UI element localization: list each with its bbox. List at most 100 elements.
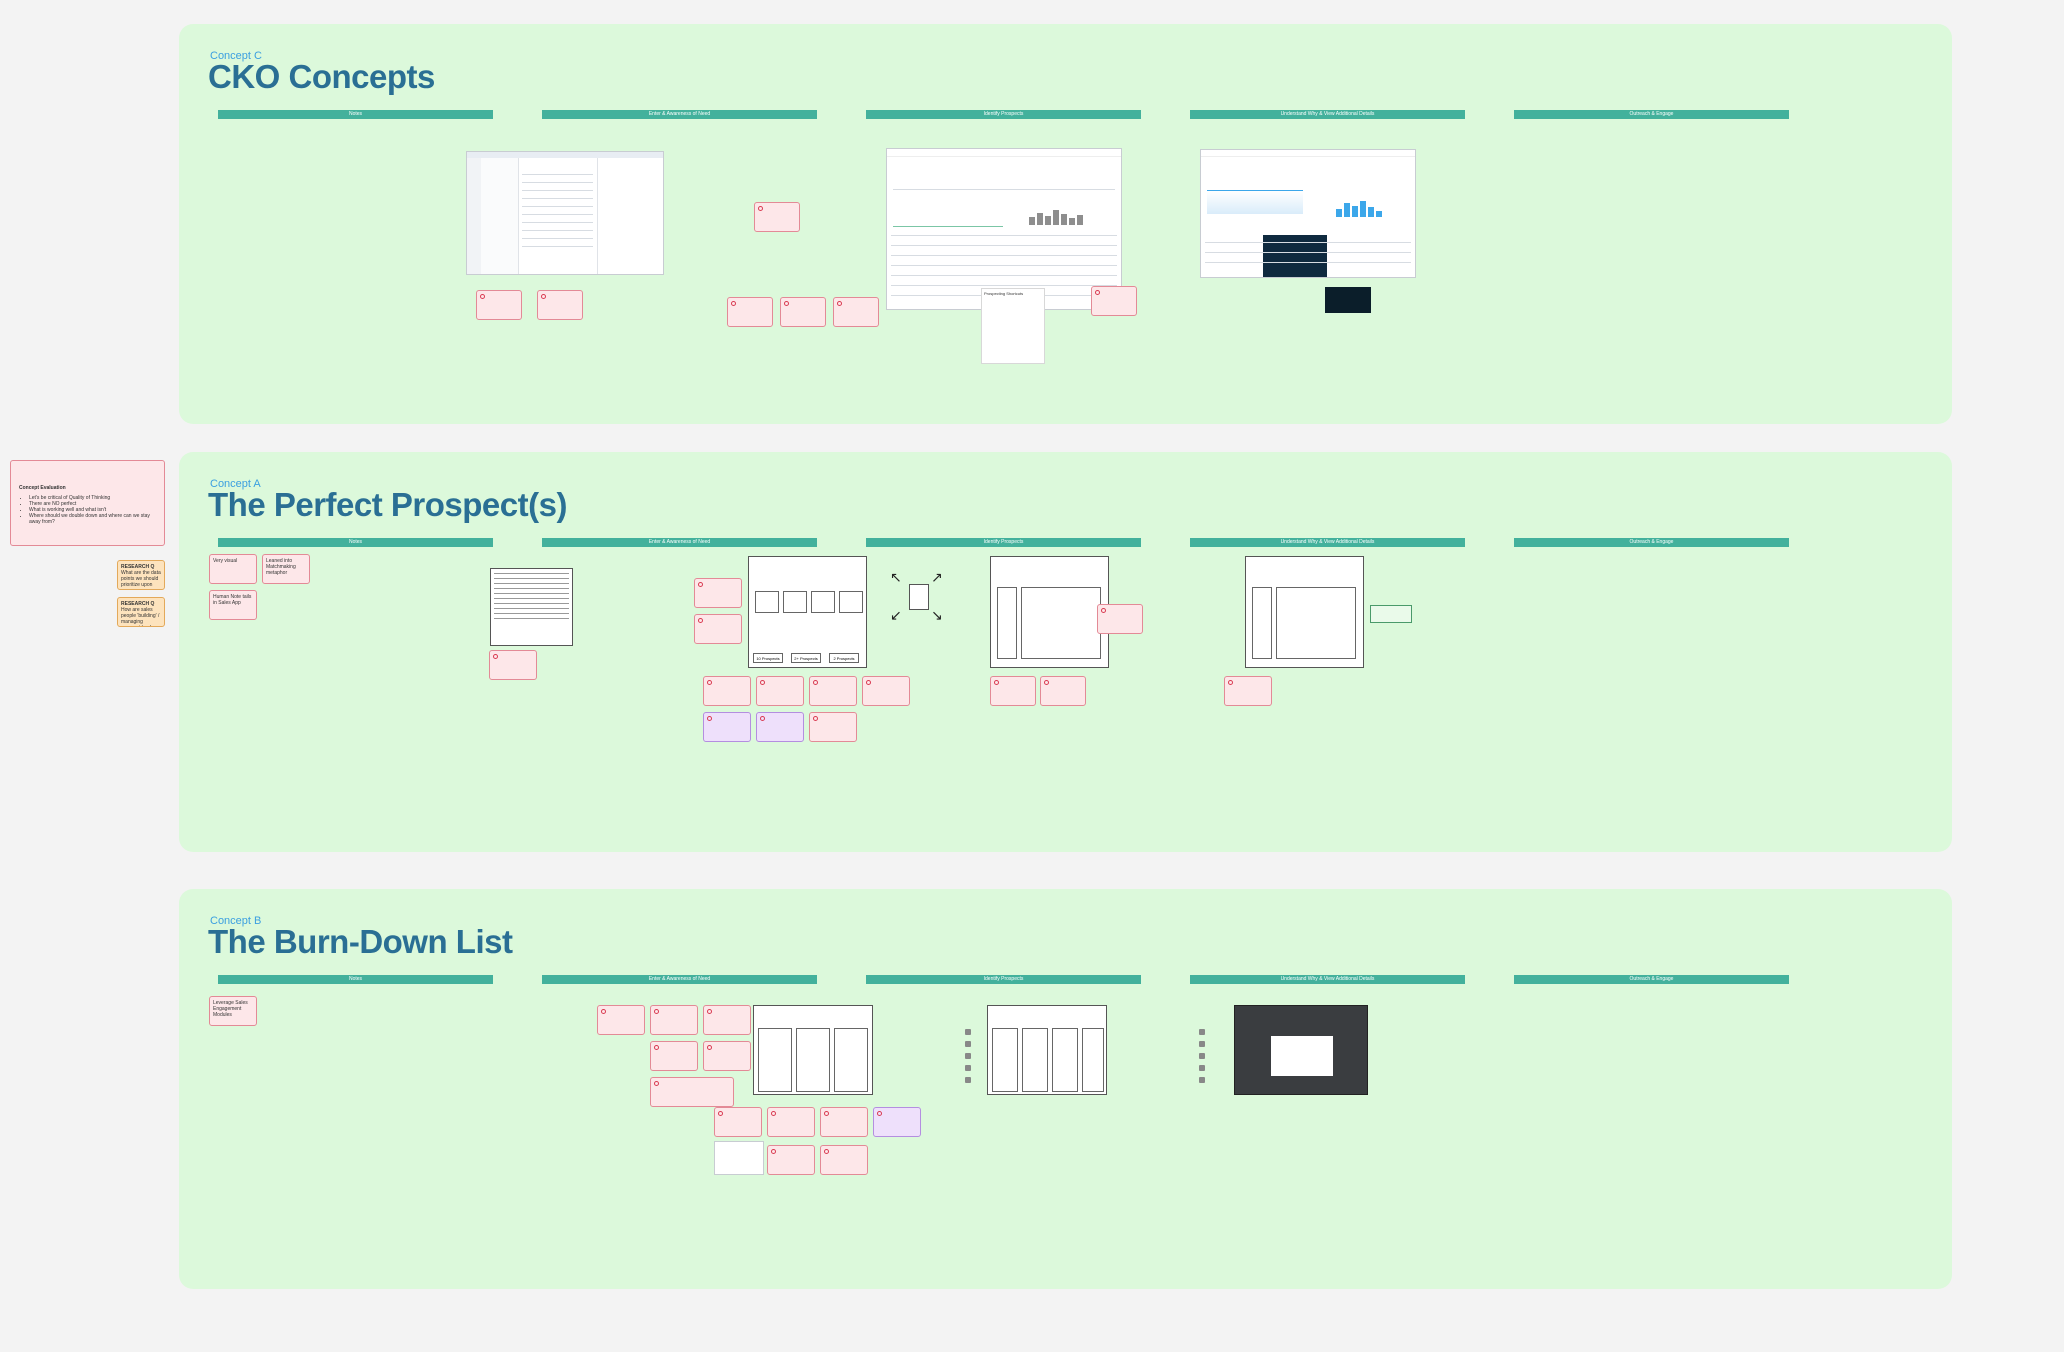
expand-arrow-icon: ↙ <box>890 608 902 624</box>
understand-wireframe[interactable] <box>1245 556 1364 668</box>
list-bullet-icon <box>965 1041 971 1047</box>
wireframe-button[interactable]: 2 Prospects <box>829 653 859 663</box>
sticky-note[interactable] <box>694 614 742 644</box>
lane-header-understand: Understand Why & View Additional Details <box>1190 975 1465 984</box>
prospect-dashboard-screenshot[interactable] <box>886 148 1122 310</box>
sticky-text: Very visual <box>213 558 237 564</box>
list-item: Where should we double down and where ca… <box>29 513 156 525</box>
sticky-note[interactable] <box>1097 604 1143 634</box>
section-title: The Perfect Prospect(s) <box>208 486 567 524</box>
lane-header-understand: Understand Why & View Additional Details <box>1190 538 1465 547</box>
lane-header-outreach: Outreach & Engage <box>1514 538 1789 547</box>
sticky-note[interactable] <box>650 1041 698 1071</box>
concept-evaluation-note[interactable]: Concept Evaluation Let's be critical of … <box>10 460 165 546</box>
sticky-note[interactable] <box>833 297 879 327</box>
section-concept-a[interactable]: Concept A The Perfect Prospect(s) Notes … <box>179 452 1952 852</box>
list-bullet-icon <box>1199 1065 1205 1071</box>
sticky-note[interactable] <box>714 1107 762 1137</box>
list-bullet-icon <box>1199 1041 1205 1047</box>
list-bullet-icon <box>965 1029 971 1035</box>
sticky-note[interactable] <box>537 290 583 320</box>
table-wireframe[interactable] <box>490 568 573 646</box>
sticky-note[interactable]: Very visual <box>209 554 257 584</box>
list-bullet-icon <box>965 1077 971 1083</box>
sticky-note[interactable] <box>809 676 857 706</box>
lane-header-outreach: Outreach & Engage <box>1514 110 1789 119</box>
lane-header-enter: Enter & Awareness of Need <box>542 110 817 119</box>
wireframe-button[interactable]: 2+ Prospects <box>791 653 821 663</box>
research-text: How are sales people 'building' / managi… <box>121 607 161 627</box>
sticky-note[interactable] <box>820 1145 868 1175</box>
sticky-note[interactable] <box>1224 676 1272 706</box>
crm-screenshot[interactable] <box>466 151 664 275</box>
section-concept-c[interactable]: Concept C CKO Concepts Notes Enter & Awa… <box>179 24 1952 424</box>
mini-wireframe[interactable] <box>909 584 929 610</box>
sticky-note[interactable] <box>820 1107 868 1137</box>
sticky-note[interactable] <box>862 676 910 706</box>
list-bullet-icon <box>1199 1053 1205 1059</box>
sticky-note[interactable] <box>990 676 1036 706</box>
lane-header-enter: Enter & Awareness of Need <box>542 975 817 984</box>
list-bullet-icon <box>1199 1077 1205 1083</box>
matchmaking-wireframe[interactable]: 10 Prospects 2+ Prospects 2 Prospects <box>748 556 867 668</box>
dark-app-screenshot[interactable] <box>1234 1005 1368 1095</box>
sticky-note[interactable]: Leaned into Matchmaking metaphor <box>262 554 310 584</box>
prospect-detail-wireframe[interactable] <box>990 556 1109 668</box>
thumbnail-screenshot[interactable] <box>714 1141 764 1175</box>
lane-header-enter: Enter & Awareness of Need <box>542 538 817 547</box>
sticky-note[interactable]: Leverage Sales Engagement Modules <box>209 996 257 1026</box>
sticky-note[interactable] <box>754 202 800 232</box>
burndown-wireframe[interactable] <box>753 1005 873 1095</box>
side-wireframe-card[interactable] <box>1370 605 1412 623</box>
sticky-note[interactable] <box>476 290 522 320</box>
sticky-note[interactable] <box>703 676 751 706</box>
concept-evaluation-list: Let's be critical of Quality of Thinking… <box>29 495 156 525</box>
sticky-note[interactable] <box>756 712 804 742</box>
expand-arrow-icon: ↗ <box>931 570 943 586</box>
list-bullet-icon <box>965 1065 971 1071</box>
wireframe-button[interactable]: 10 Prospects <box>753 653 783 663</box>
lane-header-identify: Identify Prospects <box>866 110 1141 119</box>
sticky-note[interactable] <box>650 1077 734 1107</box>
popup-title: Prospecting Shortcuts <box>982 289 1044 298</box>
lane-header-notes: Notes <box>218 975 493 984</box>
list-bullet-icon <box>965 1053 971 1059</box>
sticky-note[interactable] <box>767 1145 815 1175</box>
sticky-note[interactable] <box>873 1107 921 1137</box>
sticky-text: Leaned into Matchmaking metaphor <box>266 558 296 576</box>
sticky-note[interactable] <box>650 1005 698 1035</box>
list-bullet-icon <box>1199 1029 1205 1035</box>
sticky-note[interactable] <box>703 1005 751 1035</box>
sticky-note[interactable] <box>597 1005 645 1035</box>
expand-arrow-icon: ↖ <box>890 570 902 586</box>
sticky-note[interactable] <box>703 1041 751 1071</box>
sticky-note[interactable] <box>756 676 804 706</box>
sticky-note[interactable] <box>767 1107 815 1137</box>
lane-header-notes: Notes <box>218 110 493 119</box>
sticky-note[interactable] <box>703 712 751 742</box>
section-title: CKO Concepts <box>208 58 435 96</box>
research-text: What are the data points we should prior… <box>121 570 161 590</box>
lane-header-identify: Identify Prospects <box>866 538 1141 547</box>
prospecting-shortcuts-popup[interactable]: Prospecting Shortcuts <box>981 288 1045 364</box>
lane-header-outreach: Outreach & Engage <box>1514 975 1789 984</box>
identify-wireframe[interactable] <box>987 1005 1107 1095</box>
expand-arrow-icon: ↘ <box>931 608 943 624</box>
sticky-text: Human Note tails in Sales App <box>213 594 251 606</box>
sticky-note[interactable] <box>489 650 537 680</box>
sticky-note[interactable] <box>727 297 773 327</box>
section-title: The Burn-Down List <box>208 923 512 961</box>
sticky-note[interactable] <box>1091 286 1137 316</box>
sticky-note[interactable] <box>1040 676 1086 706</box>
sticky-note[interactable] <box>780 297 826 327</box>
sticky-note[interactable]: Human Note tails in Sales App <box>209 590 257 620</box>
research-question-note[interactable]: RESEARCH Q How are sales people 'buildin… <box>117 597 165 627</box>
lane-header-identify: Identify Prospects <box>866 975 1141 984</box>
details-dashboard-screenshot[interactable] <box>1200 149 1416 278</box>
sticky-text: Leverage Sales Engagement Modules <box>213 1000 248 1018</box>
sticky-note[interactable] <box>809 712 857 742</box>
section-concept-b[interactable]: Concept B The Burn-Down List Notes Enter… <box>179 889 1952 1289</box>
research-question-note[interactable]: RESEARCH Q What are the data points we s… <box>117 560 165 590</box>
sticky-note[interactable] <box>694 578 742 608</box>
